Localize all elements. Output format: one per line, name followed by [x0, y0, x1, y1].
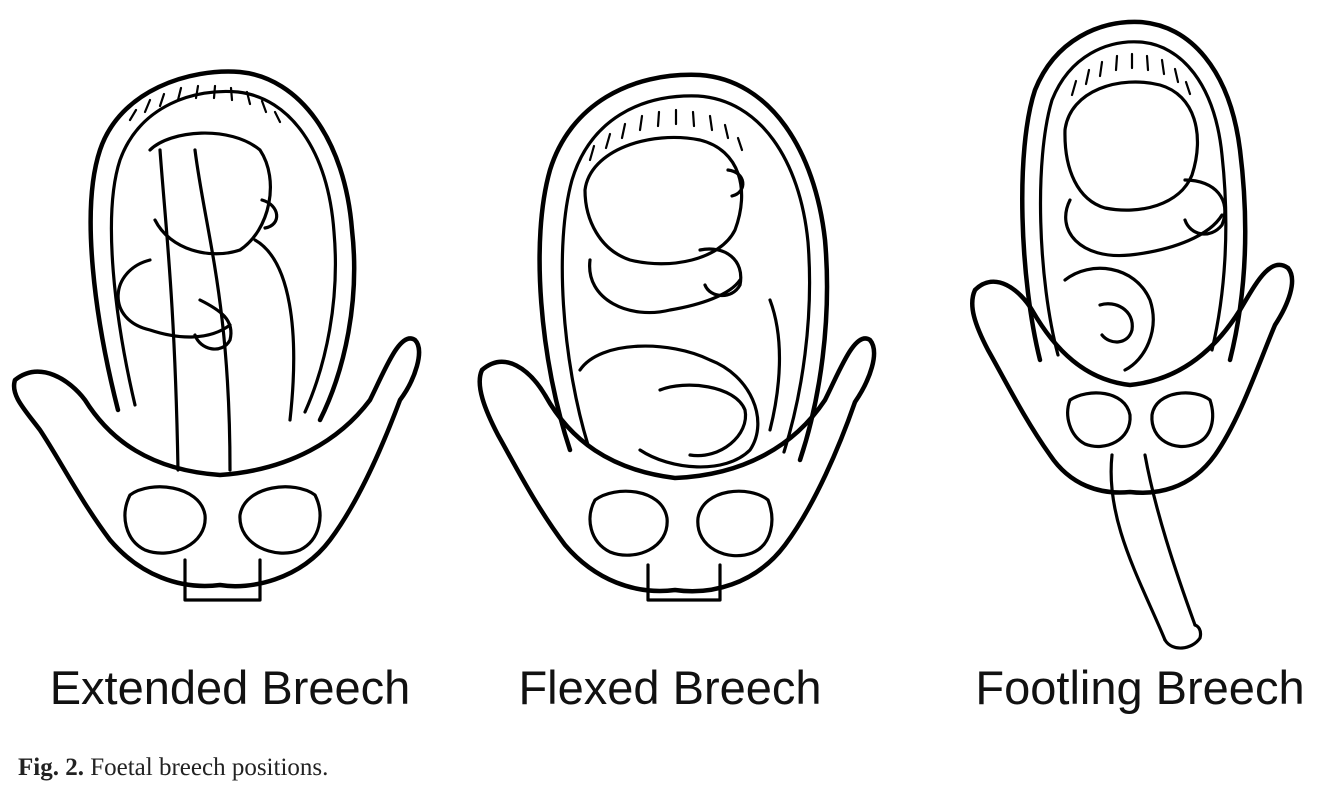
figure-number: Fig. 2.	[18, 754, 84, 781]
extended-breech-illustration	[0, 0, 440, 660]
flexed-breech-illustration	[470, 0, 890, 660]
panel-label-flexed-breech: Flexed Breech	[470, 660, 870, 730]
footling-breech-illustration	[960, 0, 1330, 660]
figure-caption: Fig. 2. Foetal breech positions.	[18, 754, 328, 782]
panel-label-footling-breech: Footling Breech	[940, 660, 1340, 730]
panel-label-extended-breech: Extended Breech	[30, 660, 430, 730]
figure-caption-text: Foetal breech positions.	[90, 754, 328, 781]
